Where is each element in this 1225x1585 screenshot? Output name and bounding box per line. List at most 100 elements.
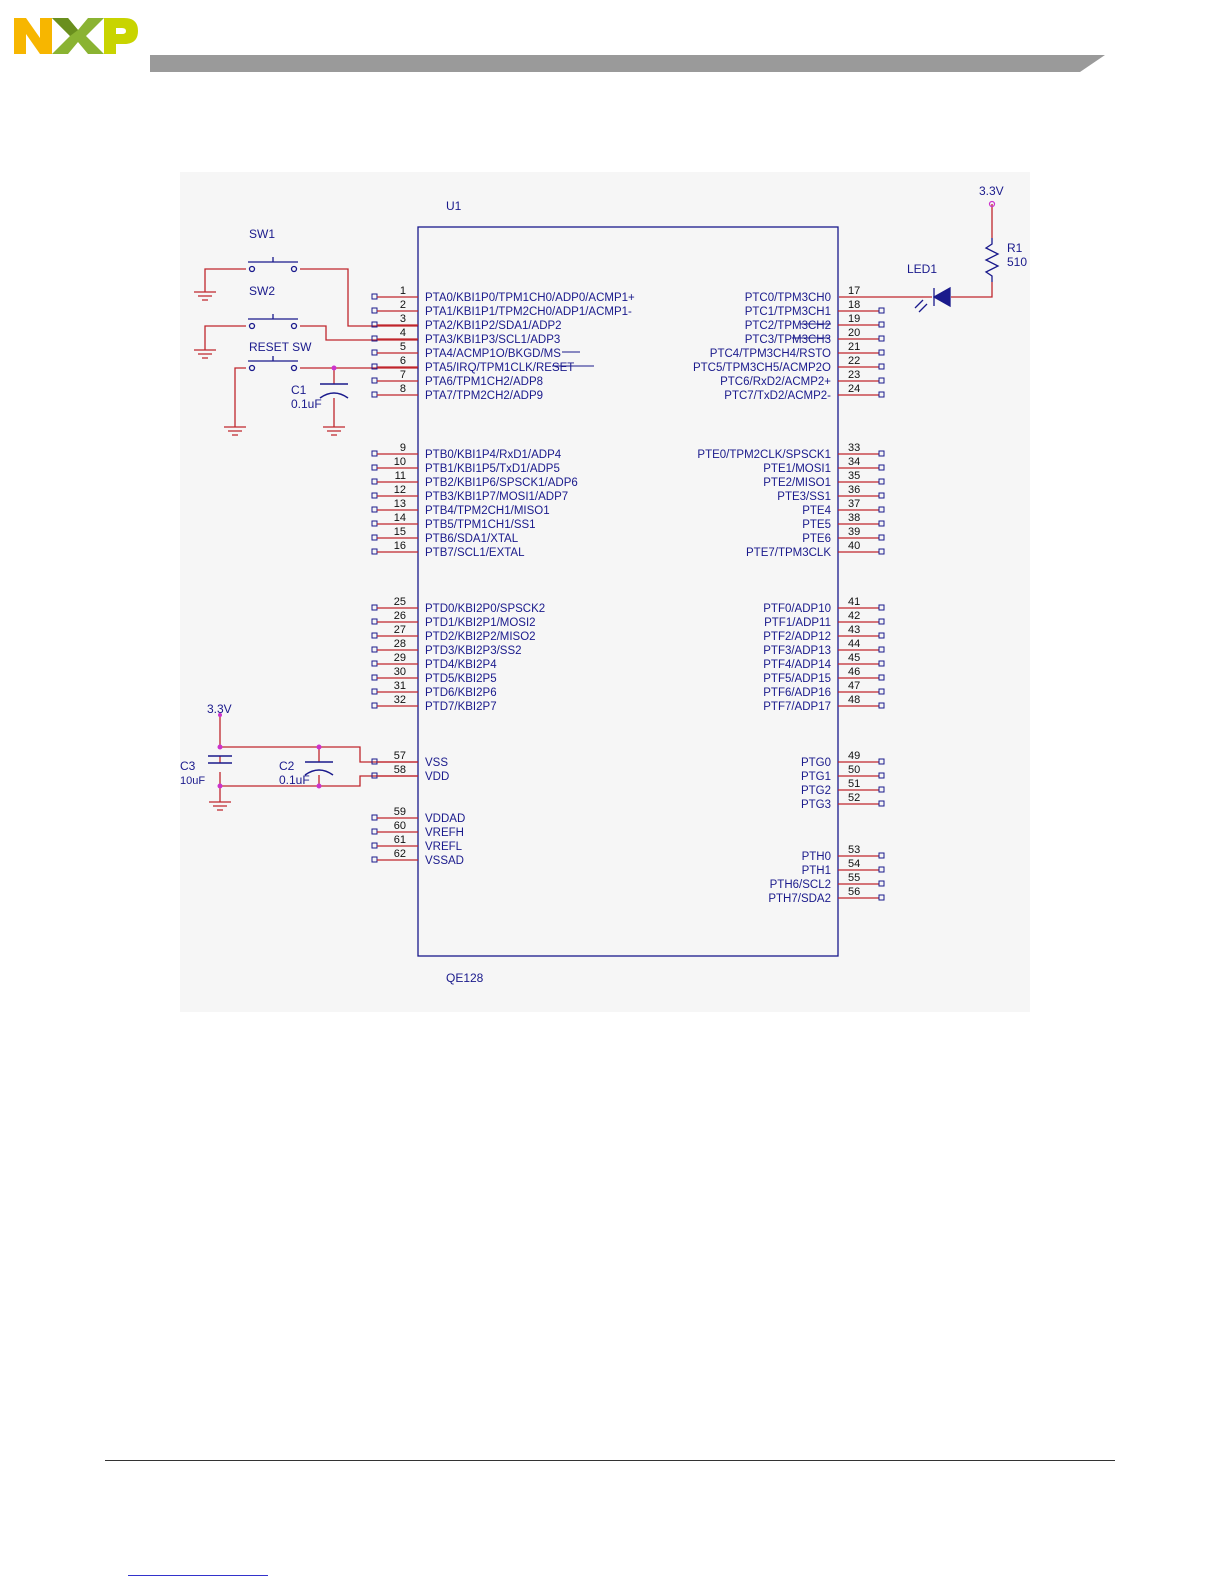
- pin-number: 61: [394, 834, 406, 846]
- pin-label: PTB0/KBI1P4/RxD1/ADP4: [425, 449, 562, 461]
- pin-label: PTA7/TPM2CH2/ADP9: [425, 390, 543, 402]
- pin-number: 58: [394, 764, 406, 776]
- footer-link-underline: [128, 1575, 268, 1576]
- qe128-chip-body: [417, 226, 839, 957]
- nxp-logo: [14, 18, 138, 54]
- pin-label: VSS: [425, 757, 448, 769]
- pin-number: 17: [848, 285, 860, 297]
- pin-label: PTA5/IRQ/TPM1CLK/RESET: [425, 362, 574, 374]
- pin-number: 11: [395, 470, 406, 482]
- pin-label: PTF0/ADP10: [763, 603, 831, 615]
- sw1-switch: [248, 257, 298, 273]
- pin-label: PTC0/TPM3CH0: [745, 292, 831, 304]
- pin-label: PTE2/MISO1: [763, 477, 831, 489]
- pin-label: PTA6/TPM1CH2/ADP8: [425, 376, 543, 388]
- pin-label: PTE3/SS1: [777, 491, 831, 503]
- pin-label: PTF1/ADP11: [764, 617, 831, 629]
- header-bar: [150, 55, 1105, 72]
- pin-label: PTE4: [802, 505, 831, 517]
- pin-number: 50: [848, 764, 860, 776]
- pin-number: 47: [848, 680, 860, 692]
- pin-label: PTG3: [801, 799, 831, 811]
- pin-number: 56: [848, 886, 860, 898]
- pin-label: VREFH: [425, 827, 464, 839]
- pin-label: PTE1/MOSI1: [763, 463, 831, 475]
- pin-label: PTC1/TPM3CH1: [745, 306, 831, 318]
- pin-number: 7: [400, 369, 406, 381]
- pin-label: PTB2/KBI1P6/SPSCK1/ADP6: [425, 477, 578, 489]
- pin-label: PTE5: [802, 519, 831, 531]
- pin-number: 41: [848, 596, 860, 608]
- pin-label: PTG2: [801, 785, 831, 797]
- pin-number: 29: [394, 652, 406, 664]
- pin-number: 59: [394, 806, 406, 818]
- pin-number: 14: [394, 512, 406, 524]
- pin-number: 44: [848, 638, 860, 650]
- pin-number: 34: [848, 456, 860, 468]
- pin-label: PTB7/SCL1/EXTAL: [425, 547, 525, 559]
- pin-label: PTD6/KBI2P6: [425, 687, 497, 699]
- pin-label: PTF3/ADP13: [763, 645, 831, 657]
- pin-label: PTA0/KBI1P0/TPM1CH0/ADP0/ACMP1+: [425, 292, 635, 304]
- led1-diode: [914, 286, 951, 313]
- pin-label: PTF7/ADP17: [763, 701, 831, 713]
- c3-value-label: 10uF: [180, 775, 205, 787]
- c3-ref-label: C3: [180, 759, 196, 773]
- pin-label: PTD0/KBI2P0/SPSCK2: [425, 603, 545, 615]
- pin-number: 49: [848, 750, 860, 762]
- reset-sw-label: RESET SW: [249, 340, 312, 354]
- pin-label: PTA2/KBI1P2/SDA1/ADP2: [425, 320, 562, 332]
- pin-number: 40: [848, 540, 860, 552]
- pin-label: PTH6/SCL2: [770, 879, 831, 891]
- pin-label: PTC4/TPM3CH4/RSTO: [710, 348, 831, 360]
- pin-number: 2: [400, 299, 406, 311]
- led1-label: LED1: [907, 262, 937, 276]
- pin-label: VDD: [425, 771, 449, 783]
- pin-number: 15: [394, 526, 406, 538]
- r1-value-label: 510: [1007, 255, 1027, 269]
- pin-number: 27: [394, 624, 406, 636]
- schematic-diagram: 1PTA0/KBI1P0/TPM1CH0/ADP0/ACMP1+2PTA1/KB…: [180, 172, 1030, 1012]
- pin-number: 55: [848, 872, 860, 884]
- pin-number: 33: [848, 442, 860, 454]
- pin-number: 62: [394, 848, 406, 860]
- reset-switch: [248, 356, 298, 372]
- pin-number: 12: [394, 484, 406, 496]
- pin-number: 24: [848, 383, 860, 395]
- pin-number: 37: [848, 498, 860, 510]
- pin-label: PTH0: [802, 851, 831, 863]
- pin-label: PTD3/KBI2P3/SS2: [425, 645, 522, 657]
- pin-label: PTB3/KBI1P7/MOSI1/ADP7: [425, 491, 568, 503]
- c2-ref-label: C2: [279, 759, 295, 773]
- pin-label: PTC2/TPM3CH2: [745, 320, 831, 332]
